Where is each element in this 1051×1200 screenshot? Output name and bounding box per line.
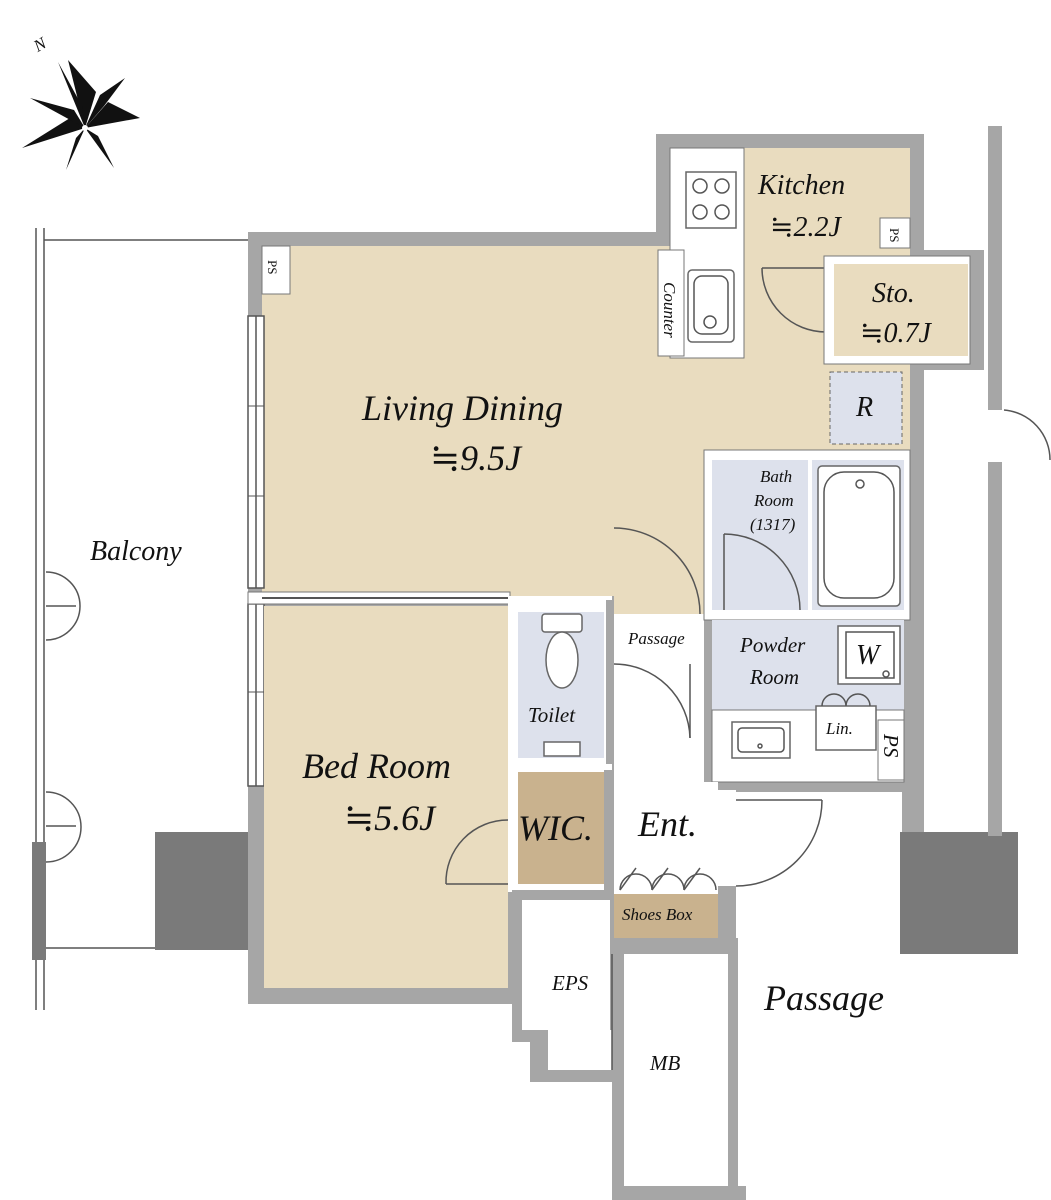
entrance-label: Ent. — [637, 804, 697, 844]
living-dining-room — [262, 246, 704, 596]
toilet-icon — [541, 613, 583, 757]
bedroom — [264, 606, 508, 988]
powder-ps-label: PS — [879, 733, 903, 758]
compass-north-label: N — [29, 33, 51, 56]
linen-label: Lin. — [825, 719, 853, 738]
wic-label: WIC. — [518, 808, 593, 848]
walk-in-closet — [518, 772, 604, 884]
balcony-label: Balcony — [90, 536, 182, 567]
counter-label: Counter — [660, 282, 679, 338]
powder-label-1: Powder — [739, 633, 806, 657]
passage-inner-label: Passage — [627, 629, 685, 648]
windows-left — [247, 315, 265, 787]
shoes-box — [614, 894, 718, 938]
living-dining-label: Living Dining — [361, 388, 563, 428]
vanity-sink-icon — [731, 721, 791, 759]
washer-label: W — [856, 640, 882, 671]
bath-room — [712, 460, 808, 610]
living-dining-size: ≒9.5J — [430, 438, 523, 478]
passage-outer-label: Passage — [763, 978, 884, 1018]
sink-icon — [687, 269, 735, 343]
balcony: Balcony — [32, 228, 248, 1010]
powder-label-2: Room — [749, 665, 799, 689]
storage-label: Sto. — [872, 278, 915, 309]
kitchen-size: ≒2.2J — [770, 212, 842, 243]
storage-size: ≒0.7J — [860, 318, 932, 349]
shafts — [512, 890, 746, 1200]
bedroom-size: ≒5.6J — [344, 798, 437, 838]
refrigerator-label: R — [855, 392, 873, 423]
ld-ps-label: PS — [265, 260, 280, 274]
column-left — [155, 832, 265, 950]
eps-label: EPS — [551, 971, 589, 995]
bathtub-icon — [817, 465, 901, 607]
shoes-box-label: Shoes Box — [622, 905, 693, 924]
stove-icon — [685, 171, 737, 229]
refrigerator-space — [829, 371, 903, 445]
bath-label-2: Room — [753, 491, 794, 510]
kitchen-label: Kitchen — [757, 170, 845, 201]
passage-inner — [614, 614, 704, 782]
right-boundary-wall — [988, 126, 1002, 836]
bath-label-3: (1317) — [750, 515, 796, 534]
bedroom-label: Bed Room — [302, 746, 451, 786]
column-right — [900, 832, 1018, 954]
bath-label-1: Bath — [760, 467, 792, 486]
mb-label: MB — [649, 1051, 680, 1075]
compass-icon: N — [22, 33, 140, 170]
toilet-label: Toilet — [528, 703, 576, 727]
storage-room — [834, 264, 968, 356]
kitchen-ps-label: PS — [887, 228, 902, 242]
